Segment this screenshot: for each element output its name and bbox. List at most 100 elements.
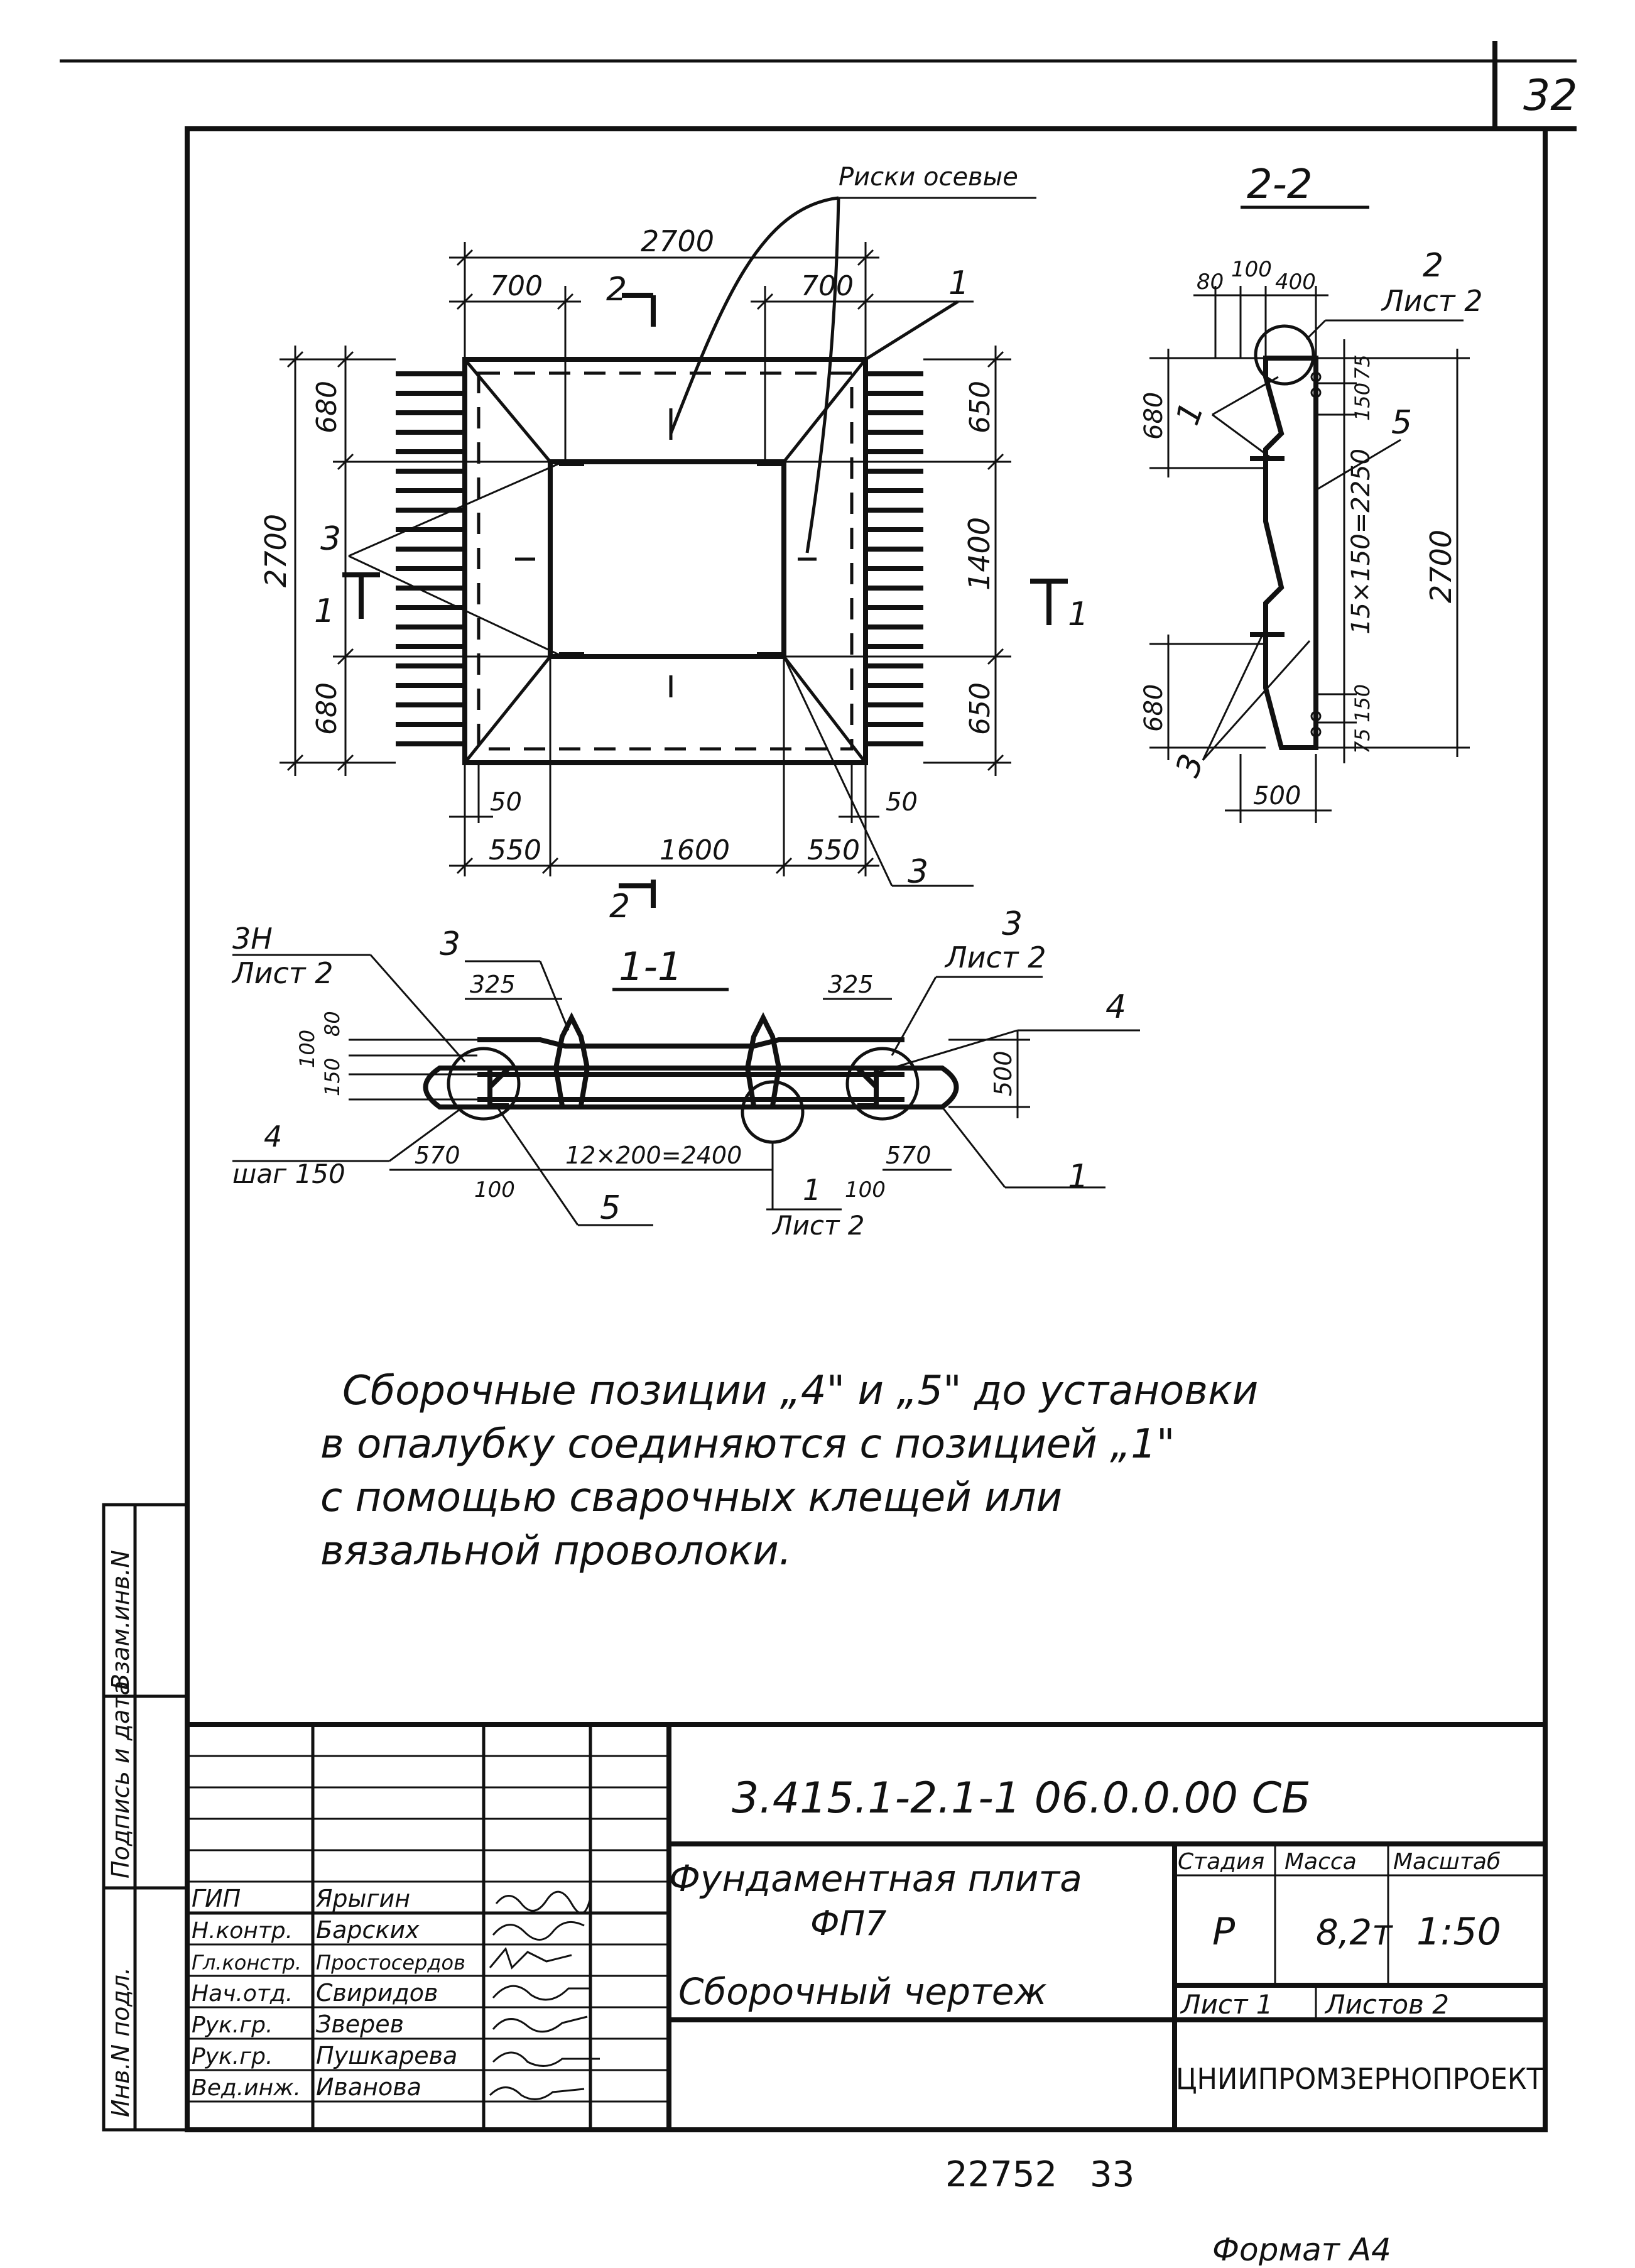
- bar-dot: [1310, 711, 1322, 722]
- tb-role-3: Нач.отд.: [192, 1981, 293, 2007]
- v11-ref-1-sheet: Лист 2: [771, 1210, 865, 1241]
- dim-top-right: 700: [801, 270, 854, 302]
- v11-dim-325-right: 325: [828, 971, 874, 998]
- v11-dim-chain: 12×200=2400: [565, 1142, 742, 1169]
- title-block: [187, 1722, 1545, 2130]
- tb-role-0: ГИП: [192, 1885, 241, 1912]
- v22-dim-150-bottom: 150: [1350, 684, 1374, 722]
- axis-leader-2: [805, 197, 840, 553]
- v11-dim-570-left: 570: [415, 1142, 460, 1169]
- doc-title-line1: Фундаментная плита: [669, 1857, 1082, 1900]
- bar-dot: [1310, 387, 1322, 398]
- sheets-value: Листов 2: [1324, 1989, 1449, 2020]
- v11-dim-80: 80: [320, 1011, 344, 1037]
- v22-leader-3a: [1202, 634, 1264, 761]
- view-1-1-bar-5-left: [487, 1066, 511, 1108]
- tb-name-2: Простосердов: [316, 1951, 465, 1975]
- v22-leader-1a: [1212, 376, 1279, 416]
- v22-dim-chain: 15×150=2250: [1347, 449, 1376, 635]
- plan-label-3-bottom: 3: [908, 853, 928, 891]
- tb-name-5: Пушкарева: [316, 2042, 457, 2069]
- v11-dim-570-right: 570: [886, 1142, 932, 1169]
- doc-title-line2: ФП7: [810, 1904, 886, 1943]
- v11-label-5: 5: [600, 1189, 621, 1227]
- dim-bottom-mid: 1600: [660, 834, 730, 866]
- tb-role-2: Гл.констр.: [192, 1951, 301, 1975]
- v11-label-4-right-leader: [866, 1029, 1018, 1077]
- plan-pedestal-outline: [548, 459, 786, 659]
- v11-label-3-left: 3: [440, 925, 460, 963]
- v11-label-3-leader: [539, 961, 570, 1031]
- view-2-2-title: 2-2: [1247, 161, 1313, 208]
- v11-label-4-right: 4: [1105, 988, 1126, 1026]
- view-2-2: 2-2 80 100 400 2 Лист 2 680 680: [1139, 161, 1482, 823]
- dim-top-left: 700: [490, 270, 543, 302]
- tb-role-1: Н.контр.: [192, 1918, 293, 1944]
- assembly-note: Сборочные позиции „4" и „5" до установки…: [320, 1368, 1258, 1574]
- view-1-1-bar-5-right: [856, 1066, 879, 1108]
- v22-dim-680-top: 680: [1139, 392, 1168, 440]
- tb-name-3: Свиридов: [316, 1979, 438, 2007]
- plan-dims-left: [280, 346, 550, 776]
- v11-label-1-leader: [941, 1106, 1006, 1188]
- dim-top-overall: 2700: [641, 224, 714, 258]
- stage-label: Стадия: [1178, 1849, 1264, 1875]
- bar-dot: [1310, 371, 1322, 383]
- plan-label-3-left: 3: [320, 520, 341, 558]
- v11-dim-500: 500: [989, 1050, 1017, 1096]
- side-stamp: Инв.N подл. Подпись и дата Взам.инв.N: [102, 1503, 189, 2132]
- v11-label-1: 1: [1068, 1158, 1089, 1196]
- drawing-frame: [185, 126, 1548, 2132]
- v22-ref-leader: [1305, 319, 1327, 341]
- section-2-bottom-label: 2: [609, 888, 630, 925]
- scale-value: 1:50: [1416, 1910, 1501, 1954]
- v22-dim-680-bottom: 680: [1139, 684, 1168, 732]
- mass-label: Масса: [1285, 1849, 1357, 1875]
- v11-label-5-leader: [495, 1105, 579, 1226]
- plan-bar-ends-right: [866, 371, 923, 746]
- v11-ref-1: 1: [803, 1173, 821, 1207]
- side-stamp-inv: Инв.N подл.: [107, 1967, 134, 2117]
- v11-step: шаг 150: [232, 1159, 345, 1189]
- plan-bar-ends-left: [396, 371, 465, 746]
- view-1-1-title: 1-1: [619, 944, 682, 990]
- side-stamp-sign: Подпись и дата: [107, 1681, 134, 1878]
- v11-callout-3-right-leader: [891, 976, 937, 1056]
- v11-label-4-left: 4: [264, 1120, 282, 1153]
- note-line-1: Сборочные позиции „4" и „5" до установки: [342, 1368, 1258, 1414]
- section-1-right-label: 1: [1068, 596, 1089, 633]
- plan-dims-bottom: [449, 656, 974, 887]
- dim-bottom-right: 550: [807, 834, 860, 866]
- plan-slab-outline: [462, 357, 868, 765]
- note-line-2: в опалубку соединяются с позицией „1": [320, 1421, 1175, 1468]
- dim-bottom-left: 550: [489, 834, 541, 866]
- v11-callout-3-right-sheet: Лист 2: [944, 940, 1046, 974]
- v22-dim-75-top: 75: [1350, 354, 1374, 380]
- v22-leader-5: [1315, 439, 1401, 491]
- v22-dim-2700: 2700: [1424, 530, 1458, 603]
- view-1-1-detail-circle-left: [447, 1047, 521, 1121]
- plan-dims-right: [784, 346, 1011, 776]
- dim-left-top: 680: [311, 381, 343, 433]
- v11-dim-325-left: 325: [470, 971, 516, 998]
- axis-leader-1: [669, 196, 839, 434]
- view-1-1-loop-right: [744, 1012, 782, 1106]
- footer-inv: 22752: [945, 2154, 1057, 2195]
- view-2-2-detail-circle: [1254, 324, 1315, 386]
- v22-dim-100: 100: [1231, 257, 1272, 282]
- v22-leader-1b: [1212, 413, 1273, 460]
- plan-view: 2700 700 700 1 2 2 Риски осевые: [259, 163, 1089, 925]
- plan-lifting-loops: [559, 461, 782, 657]
- footer-num: 33: [1090, 2154, 1134, 2195]
- v22-label-1: 1: [1169, 398, 1212, 430]
- v22-dim-80: 80: [1197, 270, 1224, 295]
- page-number: 32: [1523, 71, 1578, 121]
- dim-left-bottom: 680: [311, 682, 343, 735]
- v11-label-4-left-leader: [389, 1104, 465, 1162]
- view-1-1-detail-circle-right: [845, 1047, 920, 1121]
- mass-value: 8,2т: [1316, 1912, 1393, 1953]
- dim-left-overall: 2700: [259, 514, 293, 587]
- scale-label: Масштаб: [1393, 1849, 1501, 1875]
- dim-bottom-right-small: 50: [886, 788, 918, 817]
